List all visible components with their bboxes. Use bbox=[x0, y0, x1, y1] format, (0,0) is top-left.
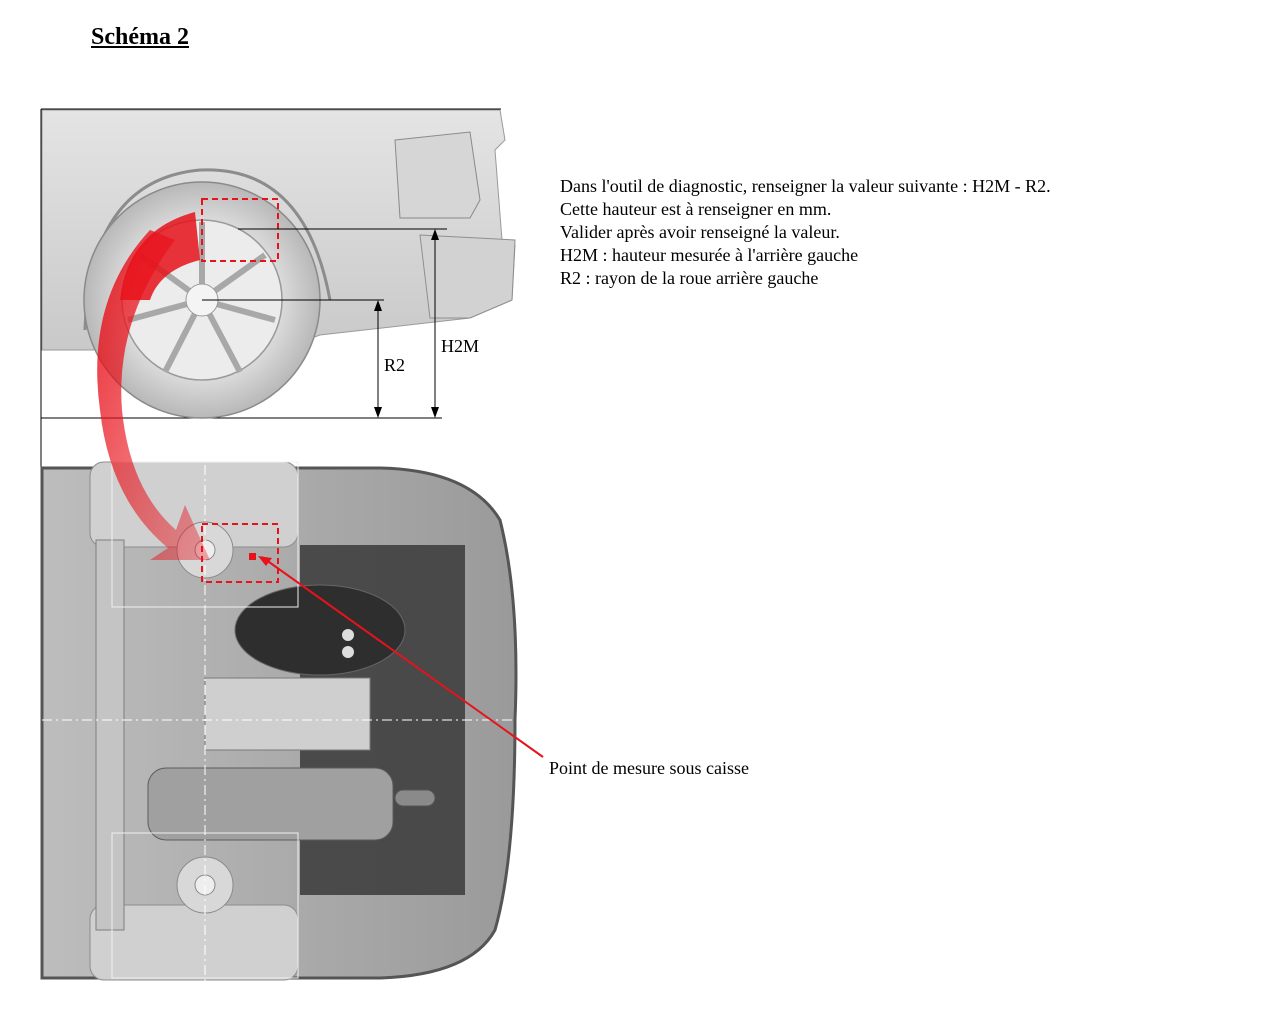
instructions: Dans l'outil de diagnostic, renseigner l… bbox=[560, 175, 1051, 290]
callout-label: Point de mesure sous caisse bbox=[549, 758, 749, 778]
callout-line bbox=[261, 556, 544, 758]
r2-label: R2 bbox=[384, 355, 405, 375]
instruction-line: Dans l'outil de diagnostic, renseigner l… bbox=[560, 176, 1051, 196]
instruction-line: Cette hauteur est à renseigner en mm. bbox=[560, 199, 832, 219]
page-title: Schéma 2 bbox=[91, 24, 189, 50]
instruction-line: R2 : rayon de la roue arrière gauche bbox=[560, 268, 819, 288]
instruction-line: Valider après avoir renseigné la valeur. bbox=[560, 222, 840, 242]
instruction-line: H2M : hauteur mesurée à l'arrière gauche bbox=[560, 245, 859, 265]
h2m-label: H2M bbox=[441, 336, 479, 356]
link-arrow bbox=[97, 230, 210, 560]
underbody-view bbox=[40, 445, 518, 1000]
